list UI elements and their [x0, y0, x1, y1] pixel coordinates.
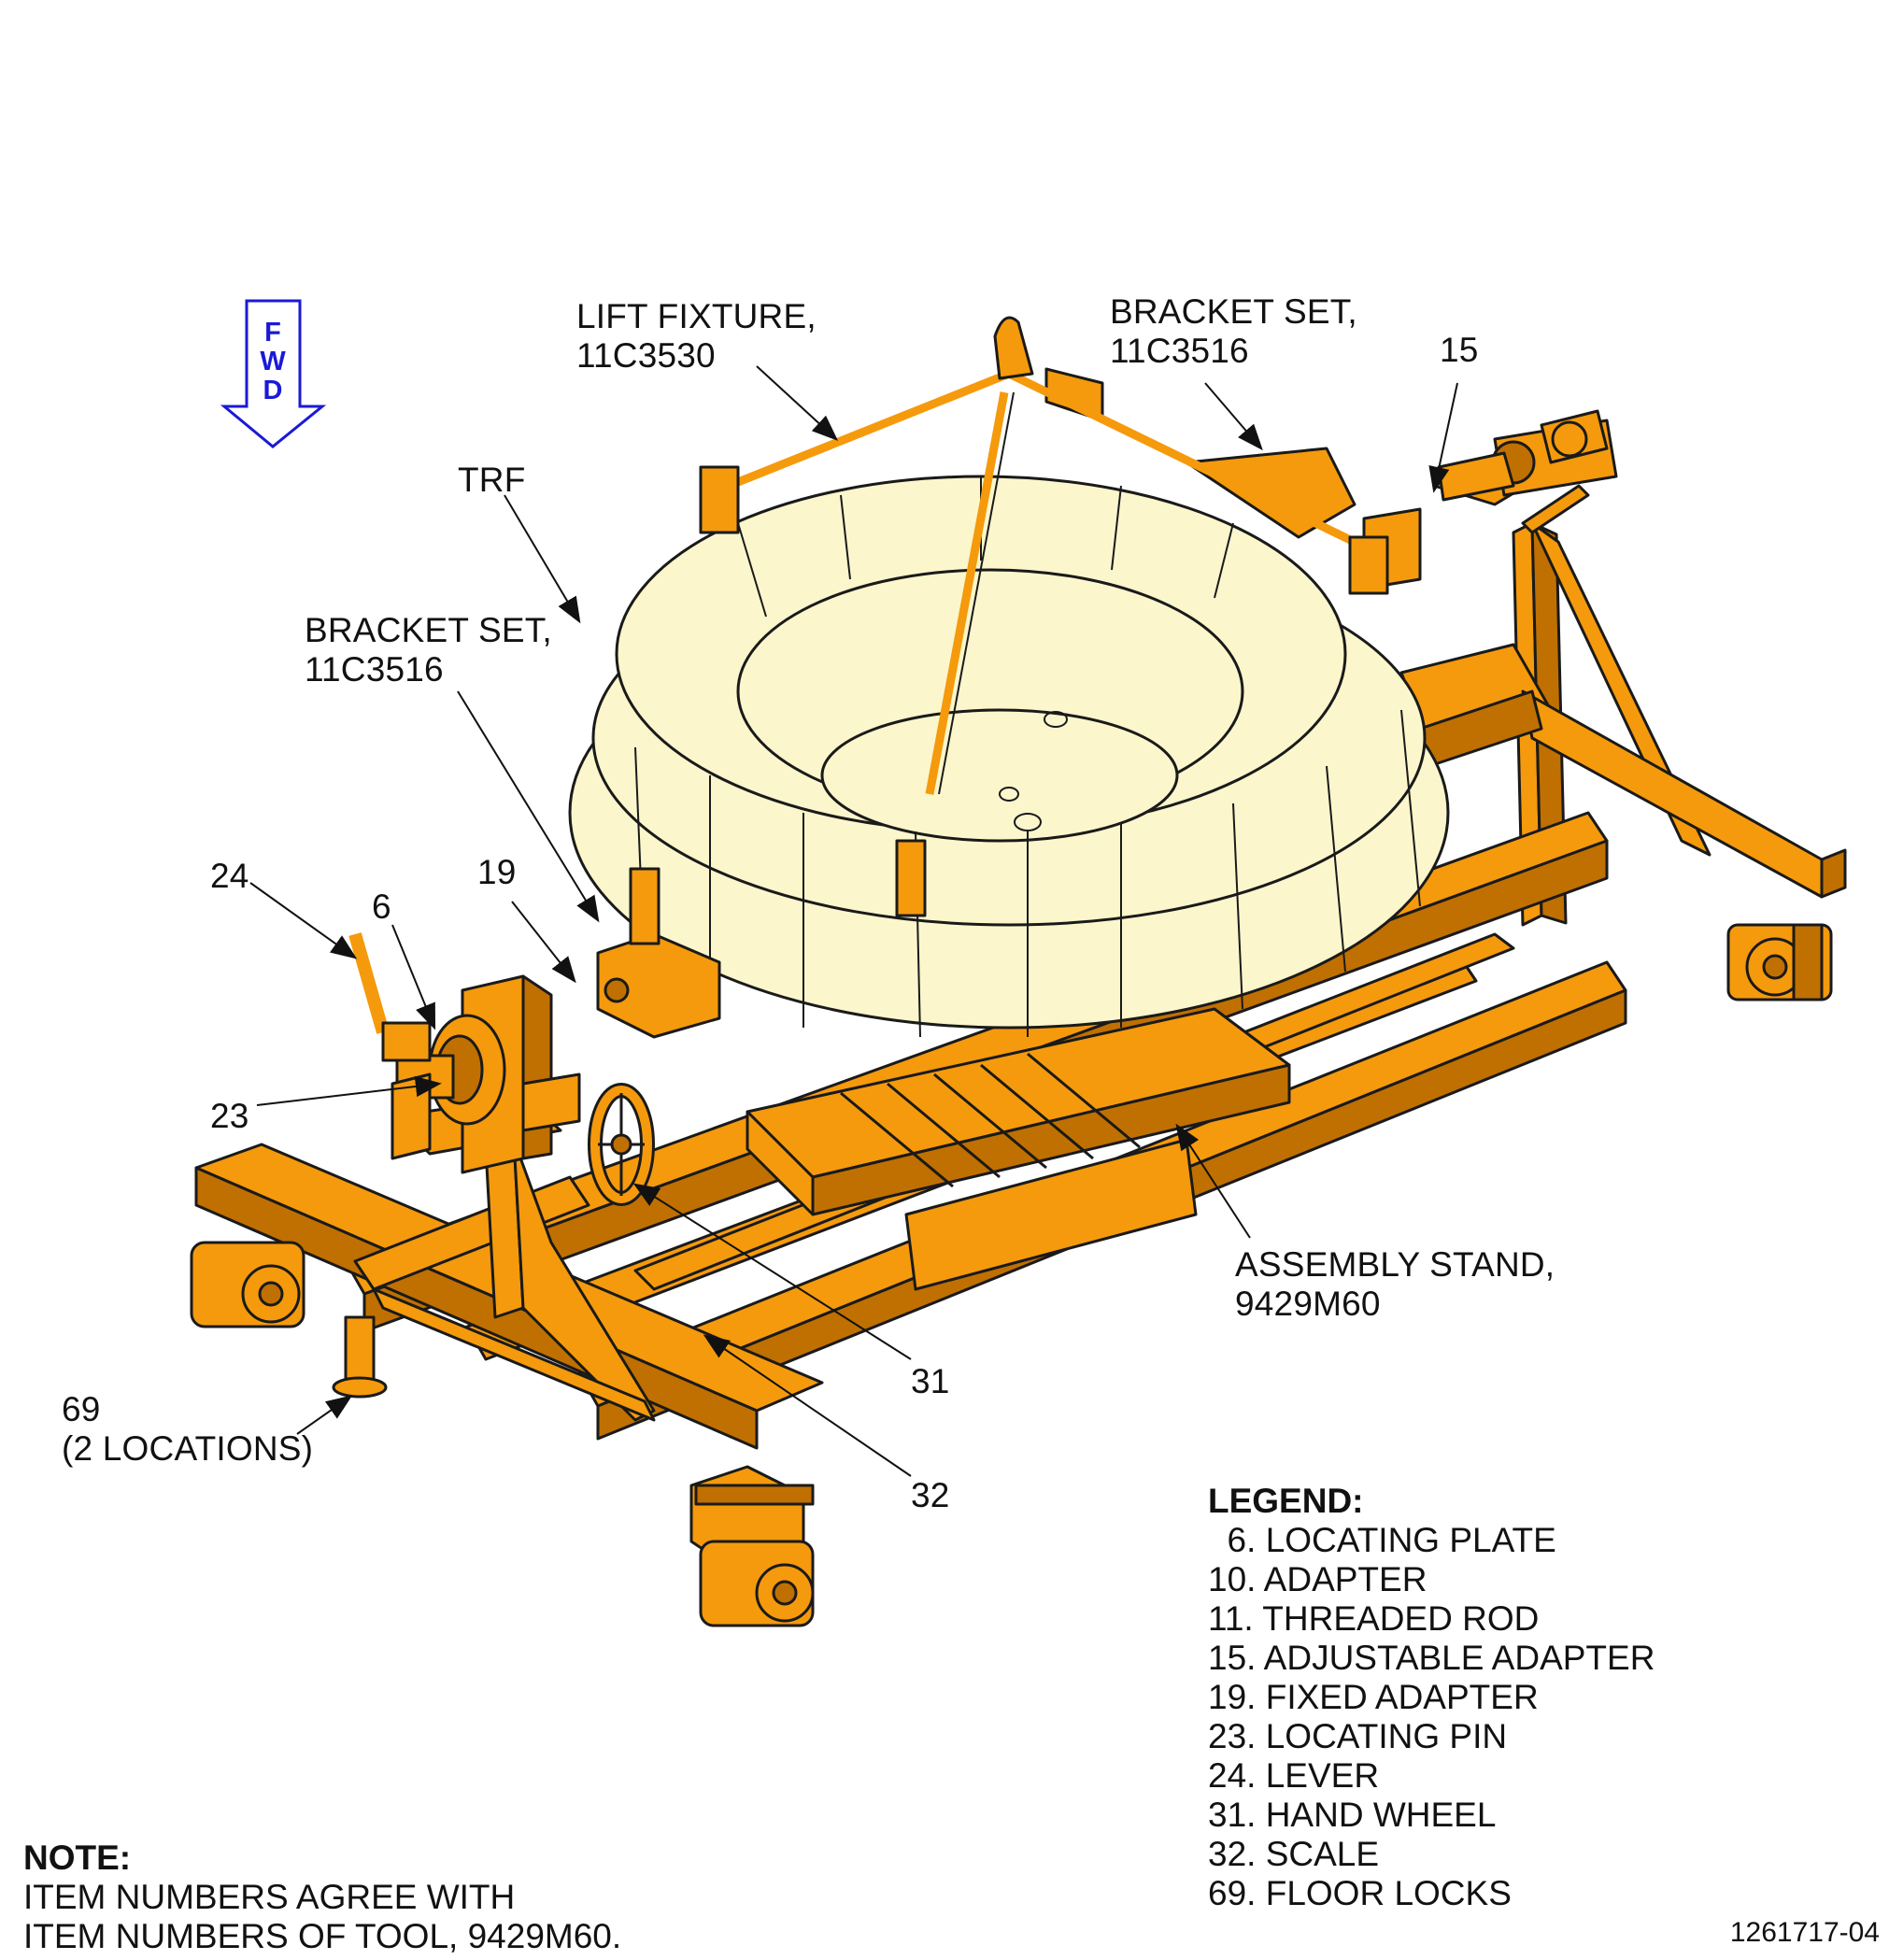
- fwd-letter-w: W: [260, 347, 286, 376]
- bracket-set-left: [596, 867, 721, 1039]
- scale-carriage: [746, 1007, 1291, 1291]
- fwd-letter-f: F: [264, 318, 281, 348]
- front-caster-left: [190, 1241, 305, 1328]
- label-bracket-set-top: BRACKET SET, 11C3516: [1110, 292, 1357, 370]
- leader-bracket-set-top: [1204, 382, 1263, 451]
- bracket-set-top: [1044, 367, 1422, 590]
- leader-item-32: [703, 1334, 912, 1477]
- front-frame: [194, 1138, 824, 1581]
- leader-item-19: [511, 901, 576, 984]
- leader-item-24: [249, 882, 358, 959]
- label-item-19: 19: [477, 853, 517, 891]
- front-caster-right: [699, 1540, 815, 1627]
- leader-item-23: [256, 1075, 442, 1106]
- legend-item: 15. ADJUSTABLE ADAPTER: [1208, 1639, 1655, 1677]
- legend-item: 10. ADAPTER: [1208, 1560, 1427, 1598]
- figure-id: 1261717-04: [1729, 1917, 1880, 1948]
- hand-wheel: [588, 1083, 655, 1206]
- leader-assembly-stand: [1175, 1123, 1251, 1239]
- fwd-letter-d: D: [263, 376, 283, 405]
- label-item-32: 32: [911, 1476, 950, 1514]
- label-assembly-stand: ASSEMBLY STAND, 9429M60: [1235, 1245, 1555, 1323]
- trf-ring: [568, 475, 1450, 1038]
- adjustable-adapter: [1432, 409, 1618, 506]
- label-item-24: 24: [210, 857, 249, 895]
- label-lift-fixture: LIFT FIXTURE, 11C3530: [576, 297, 817, 375]
- legend-item: 6. LOCATING PLATE: [1208, 1521, 1556, 1559]
- legend-item: 19. FIXED ADAPTER: [1208, 1678, 1539, 1716]
- legend: LEGEND: 6. LOCATING PLATE 10. ADAPTER 11…: [1208, 1482, 1655, 1913]
- note-title: NOTE:: [23, 1839, 132, 1877]
- legend-item: 32. SCALE: [1208, 1835, 1380, 1873]
- note-line: ITEM NUMBERS AGREE WITH: [23, 1878, 516, 1916]
- leader-lift-fixture: [756, 365, 839, 441]
- note-line: ITEM NUMBERS OF TOOL, 9429M60.: [23, 1917, 622, 1955]
- legend-item: 24. LEVER: [1208, 1756, 1380, 1795]
- label-trf: TRF: [458, 461, 526, 499]
- lever: [348, 932, 432, 1062]
- label-item-6: 6: [372, 888, 391, 926]
- label-bracket-set-left: BRACKET SET, 11C3516: [305, 611, 552, 689]
- rear-upright-frame: [1399, 484, 1847, 927]
- label-item-23: 23: [210, 1097, 249, 1135]
- leader-bracket-set-left: [457, 690, 600, 923]
- label-item-69: 69 (2 LOCATIONS): [62, 1390, 314, 1468]
- legend-title: LEGEND:: [1208, 1482, 1364, 1520]
- legend-item: 31. HAND WHEEL: [1208, 1796, 1497, 1834]
- leader-item-6: [391, 924, 436, 1030]
- legend-item: 69. FLOOR LOCKS: [1208, 1874, 1512, 1912]
- leader-item-69: [296, 1395, 353, 1435]
- leader-lines: [249, 365, 1458, 1477]
- legend-item: 23. LOCATING PIN: [1208, 1717, 1508, 1755]
- label-item-15: 15: [1440, 331, 1479, 369]
- label-item-31: 31: [911, 1362, 950, 1400]
- leader-item-31: [632, 1183, 912, 1360]
- floor-lock: [332, 1315, 388, 1399]
- leader-trf: [504, 494, 581, 624]
- rear-caster-right: [1726, 923, 1833, 1001]
- fwd-arrow-icon: F W D: [220, 299, 327, 448]
- note: NOTE: ITEM NUMBERS AGREE WITH ITEM NUMBE…: [23, 1839, 621, 1956]
- legend-item: 11. THREADED ROD: [1208, 1599, 1540, 1638]
- leader-item-15: [1428, 382, 1458, 493]
- lift-fixture: [699, 316, 1389, 917]
